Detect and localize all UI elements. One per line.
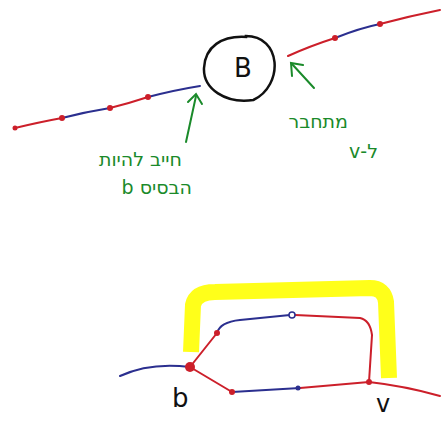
annotation: חייב להיות [99,148,182,170]
annotation: הבסיס b [122,176,192,198]
pointer-arrow [292,64,314,88]
vertex-dot [13,126,18,131]
vertex-dot [107,105,113,111]
highlight-bracket [191,288,389,378]
wire [110,97,148,108]
wire [190,367,232,392]
wire [300,382,369,388]
wire [120,366,190,376]
annotation: ל-v [349,140,378,162]
wire [232,388,300,392]
circle-node: B [200,33,286,103]
node-label: B [234,53,252,83]
pointer-arrow [188,94,202,104]
vertex-dot [366,379,372,385]
vertex-dot [214,330,220,336]
wire [288,38,335,56]
vertex-dot [145,94,151,100]
vertex-dot [296,386,301,391]
vertex-dot [377,21,383,27]
wire [335,24,380,38]
vertex-label: b [172,383,189,413]
wire [190,333,217,367]
wire [62,108,110,118]
wire [15,118,62,128]
vertex-dot [332,35,338,41]
annotation: מתחבר [288,110,348,132]
wire [295,315,372,382]
vertex-dot [59,115,65,121]
open-vertex [289,312,295,318]
vertex-dot [229,389,235,395]
pointer-arrow [291,63,303,76]
wire [380,10,440,24]
wire [217,315,290,333]
vertex-dot [185,362,195,372]
pointer-arrow [186,96,196,142]
circle-outline [204,36,275,101]
vertex-label: v [376,390,390,418]
wire [148,86,200,97]
